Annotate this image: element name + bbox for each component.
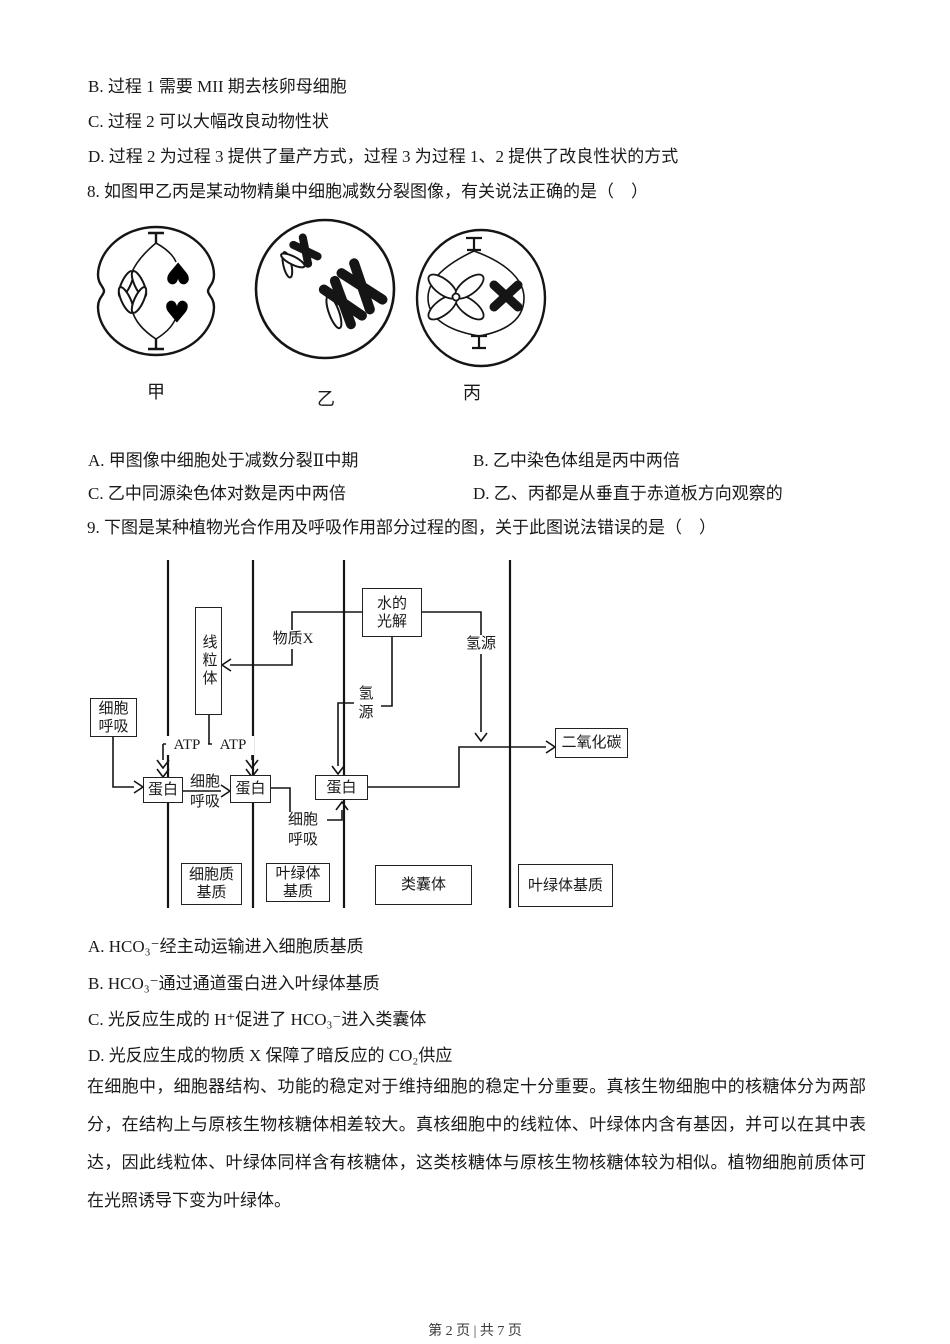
chromosome-glyph: ♥ <box>165 255 192 290</box>
flow-diagram-lines <box>112 560 557 908</box>
cell-yi-label: 乙 <box>317 389 335 409</box>
chromosome-glyph <box>489 280 523 312</box>
q9-stem: 9. 下图是某种植物光合作用及呼吸作用部分过程的图，关于此图说法错误的是（ ） <box>87 518 716 537</box>
chromosome-glyph: ♥ <box>164 296 191 331</box>
cell-jia-label: 甲 <box>147 382 165 402</box>
protein-box-3: 蛋白 <box>315 775 368 800</box>
cell-respiration-box-left: 细胞 呼吸 <box>90 698 137 737</box>
cell-bing-figure <box>415 228 547 368</box>
page-indicator: 第 2 页 | 共 7 页 <box>428 1324 522 1339</box>
q7-option-b: B. 过程 1 需要 MII 期去核卵母细胞 <box>88 77 347 96</box>
q7-option-d: D. 过程 2 为过程 3 提供了量产方式，过程 3 为过程 1、2 提供了改良… <box>88 147 679 166</box>
hydrogen-source-label-mid: 氢 源 <box>354 685 378 723</box>
spindle-pole-icon <box>148 231 164 243</box>
spindle-pole-icon <box>466 236 482 252</box>
q8-option-d: D. 乙、丙都是从垂直于赤道板方向观察的 <box>473 484 783 503</box>
cytosol-box: 细胞质 基质 <box>181 863 242 905</box>
hydrogen-source-label-right: 氢源 <box>458 635 504 654</box>
cell-bing-label: 丙 <box>463 383 481 403</box>
mitochondrion-box: 线粒体 <box>195 607 222 715</box>
q9-option-b: B. HCO₃⁻通过通道蛋白进入叶绿体基质 <box>88 974 380 993</box>
q7-option-c: C. 过程 2 可以大幅改良动物性状 <box>88 112 329 131</box>
cell-yi-figure <box>254 218 396 360</box>
substance-x-label: 物质X <box>267 630 319 649</box>
atp-label-right: ATP <box>212 736 254 755</box>
thylakoid-box: 类囊体 <box>375 865 472 905</box>
cell-respiration-label-mid: 细胞 呼吸 <box>189 774 220 810</box>
spindle-pole-icon <box>471 334 487 350</box>
atp-label-left: ATP <box>166 736 208 755</box>
q8-option-b: B. 乙中染色体组是丙中两倍 <box>473 451 680 470</box>
cell-respiration-label-lower: 细胞 呼吸 <box>287 812 318 848</box>
q9-option-c: C. 光反应生成的 H⁺促进了 HCO₃⁻进入类囊体 <box>88 1010 427 1029</box>
chloroplast-stroma-box: 叶绿体 基质 <box>266 863 330 902</box>
q9-option-a: A. HCO₃⁻经主动运输进入细胞质基质 <box>88 937 364 956</box>
passage-text: 在细胞中，细胞器结构、功能的稳定对于维持细胞的稳定十分重要。真核生物细胞中的核糖… <box>87 1077 866 1210</box>
carbon-dioxide-box: 二氧化碳 <box>555 728 628 758</box>
q8-stem: 8. 如图甲乙丙是某动物精巢中细胞减数分裂图像，有关说法正确的是（ ） <box>87 182 648 201</box>
cell-jia-figure: ♥ ♥ <box>96 225 216 357</box>
spindle-pole-icon <box>148 339 164 351</box>
q9-option-d: D. 光反应生成的物质 X 保障了暗反应的 CO₂供应 <box>88 1046 453 1065</box>
protein-box-2: 蛋白 <box>230 775 271 803</box>
q8-option-c: C. 乙中同源染色体对数是丙中两倍 <box>88 484 346 503</box>
q8-option-a: A. 甲图像中细胞处于减数分裂Ⅱ中期 <box>88 451 359 470</box>
water-photolysis-box: 水的 光解 <box>362 588 422 637</box>
chloroplast-stroma-box-right: 叶绿体基质 <box>518 864 613 907</box>
protein-box-1: 蛋白 <box>143 777 183 803</box>
